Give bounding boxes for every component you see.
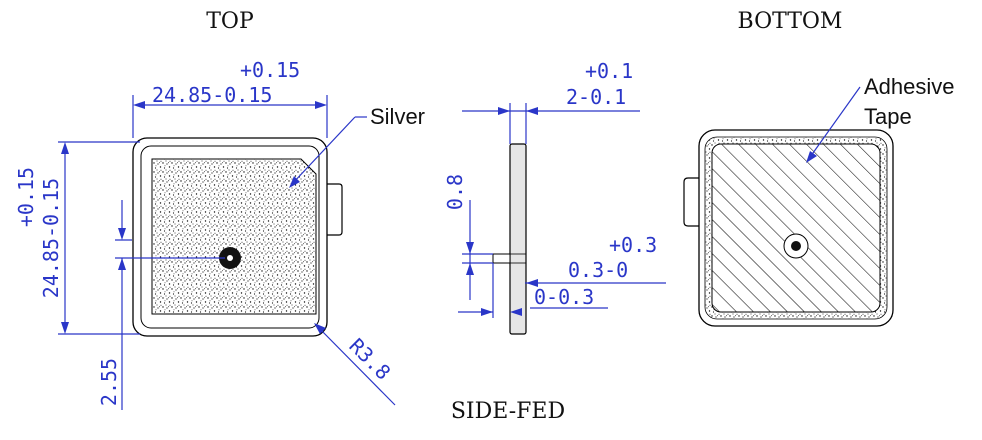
bottom-title: BOTTOM xyxy=(738,9,843,34)
pin-nominal-b: 0-0.3 xyxy=(534,285,594,309)
silver-label: Silver xyxy=(370,104,425,129)
bottom-outer-body xyxy=(698,129,894,327)
adhesive-label-line2: Tape xyxy=(864,104,912,129)
pin-height-label: 0.8 xyxy=(443,174,467,210)
silver-patch xyxy=(151,158,317,315)
side-body xyxy=(509,143,527,335)
height-nominal: 24.85-0.15 xyxy=(39,178,63,298)
radius-label: R3.8 xyxy=(344,334,395,385)
side-pin xyxy=(492,253,511,264)
thickness-nominal: 2-0.1 xyxy=(566,85,626,109)
pin-nominal-a: 0.3-0 xyxy=(568,258,628,282)
offset-dimension: 2.55 xyxy=(97,358,121,406)
top-title: TOP xyxy=(206,9,254,34)
hatched-ground-area xyxy=(711,143,881,313)
side-view: +0.1 2-0.1 0.8 +0.3 0.3-0 0-0.3 SIDE-FED xyxy=(443,59,666,424)
top-outer-body xyxy=(132,137,328,337)
adhesive-label-line1: Adhesive xyxy=(864,74,955,99)
width-nominal: 24.85-0.15 xyxy=(152,83,272,107)
side-title: SIDE-FED xyxy=(451,399,565,424)
thickness-tol-plus: +0.1 xyxy=(585,59,633,83)
width-tol-plus: +0.15 xyxy=(240,58,300,82)
top-view: TOP +0.15 24.85-0.15 +0.15 24.85-0.15 xyxy=(14,9,425,410)
pin-tol-plus: +0.3 xyxy=(609,233,657,257)
bottom-view: BOTTOM Adhesive Tape xyxy=(683,9,955,327)
height-tol-plus: +0.15 xyxy=(14,167,38,227)
